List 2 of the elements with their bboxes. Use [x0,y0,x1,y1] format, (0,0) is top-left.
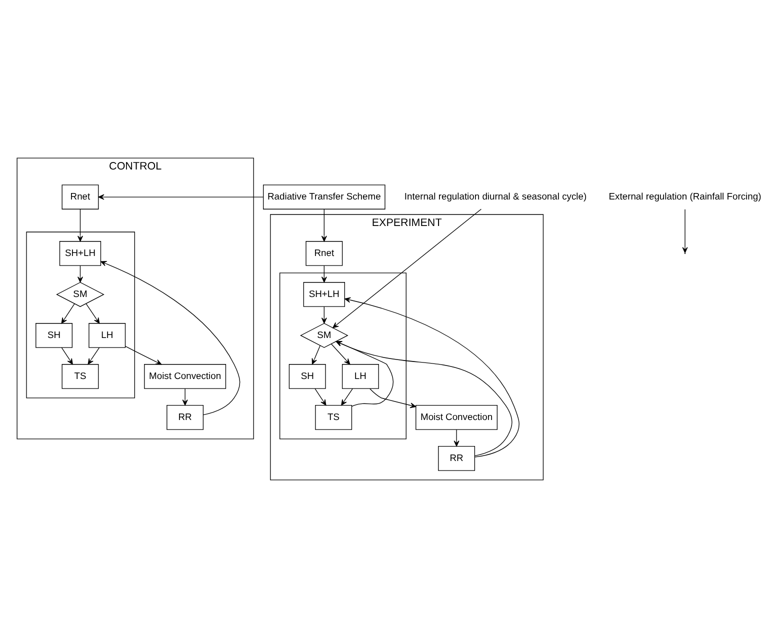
node-text: External regulation (Rainfall Forcing) [608,190,762,202]
node-text: Internal regulation diurnal & seasonal cycle) [404,190,587,202]
